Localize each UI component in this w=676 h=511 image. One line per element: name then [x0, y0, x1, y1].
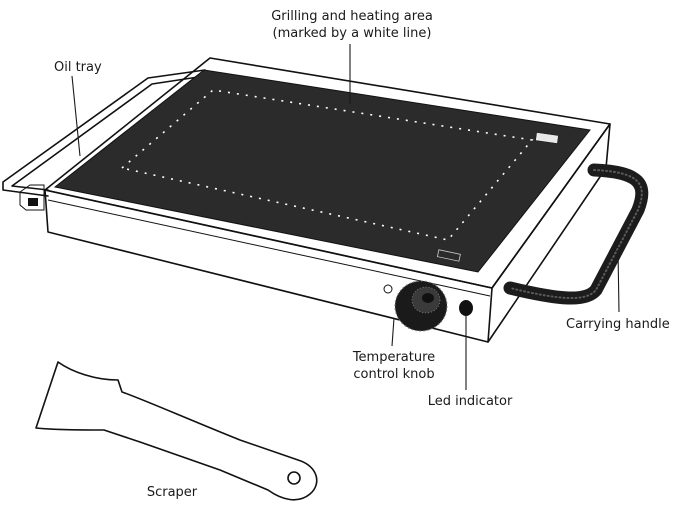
label-grill-area-line2: (marked by a white line): [273, 26, 432, 41]
leader-carrying-handle: [617, 249, 620, 313]
leader-oil-tray: [71, 75, 81, 157]
label-grill-area-line1: Grilling and heating area: [271, 9, 433, 24]
grill-body: [44, 57, 611, 343]
scraper: [35, 361, 318, 501]
label-oil-tray: Oil tray: [54, 60, 102, 75]
led-indicator: [459, 300, 473, 316]
pilot-hole: [383, 284, 393, 294]
label-carrying-handle: Carrying handle: [566, 317, 670, 332]
label-scraper: Scraper: [147, 485, 198, 500]
label-temperature-line1: Temperature: [352, 350, 435, 365]
temperature-control-knob: [394, 280, 448, 332]
grilling-area-outline: [120, 89, 534, 241]
label-led-indicator: Led indicator: [428, 394, 513, 409]
carrying-handle: [503, 163, 649, 305]
leader-temperature-knob: [391, 317, 395, 347]
label-temperature-line2: control knob: [353, 367, 434, 382]
cooking-plate: [53, 69, 591, 273]
